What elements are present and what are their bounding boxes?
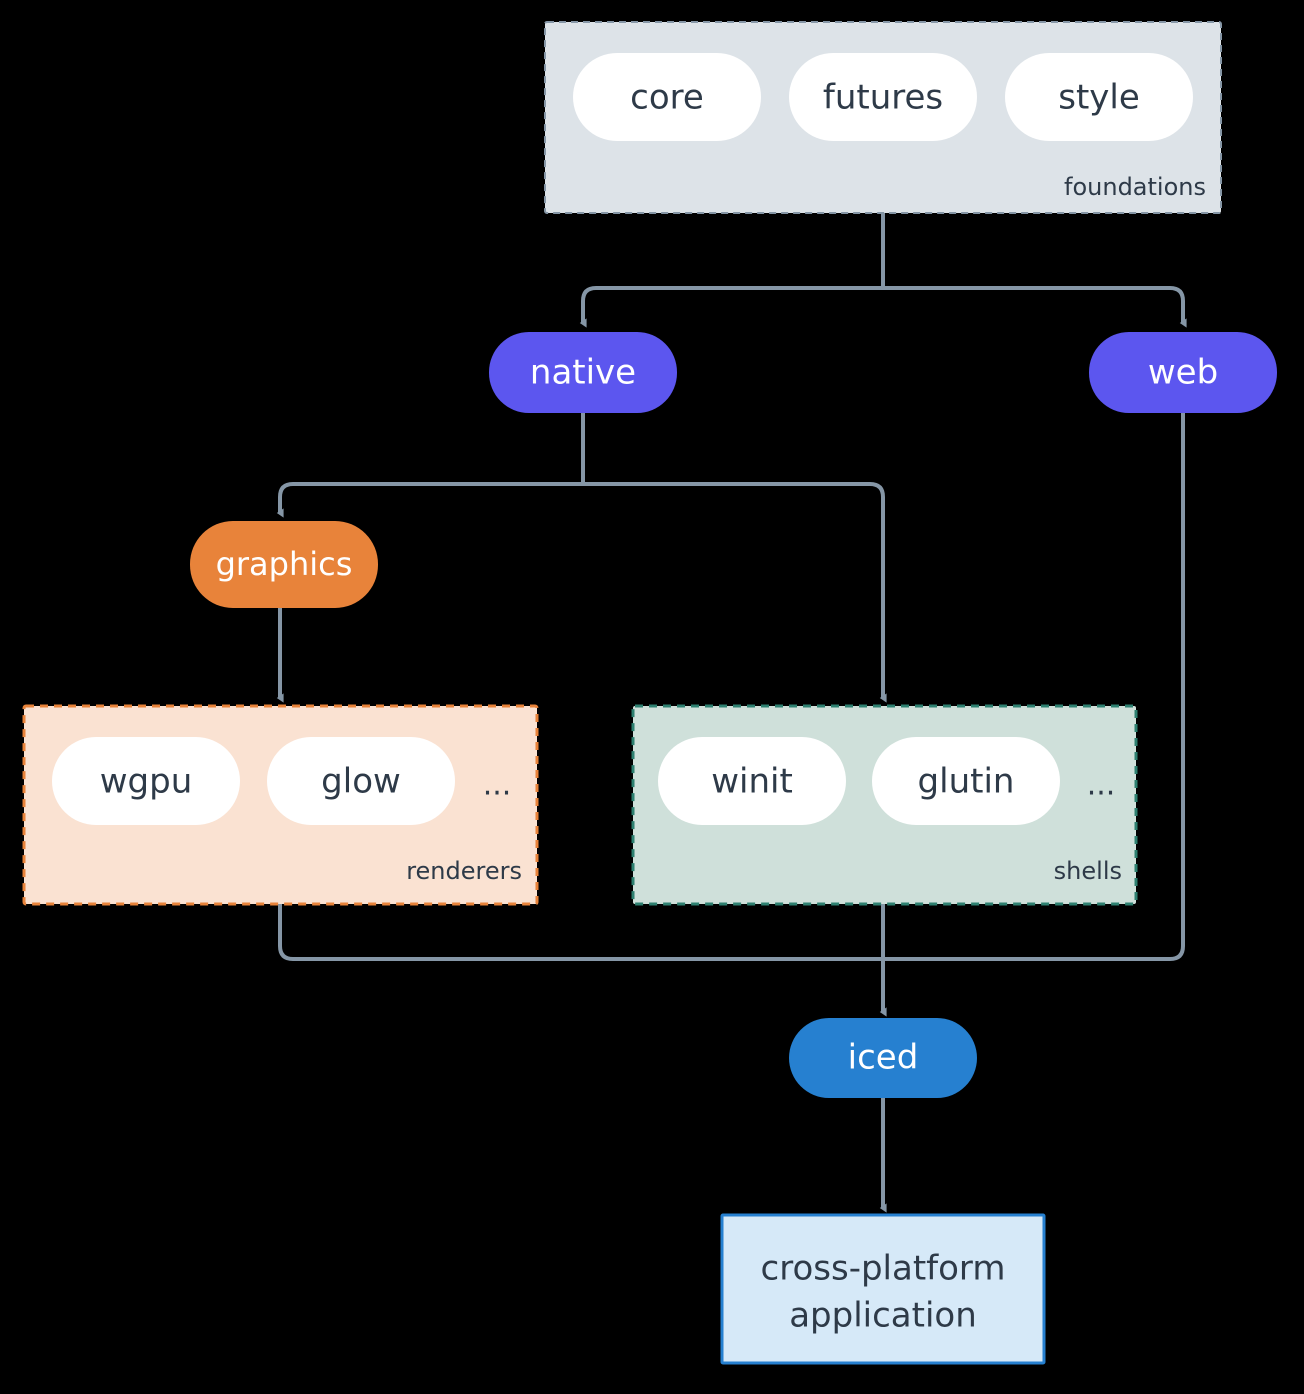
- pill-glutin-shape: [872, 737, 1060, 825]
- pill-glow-label: glow: [321, 762, 401, 802]
- pill-core-label: core: [630, 78, 704, 118]
- group-shells-caption: shells: [1054, 857, 1122, 885]
- node-iced[interactable]: iced: [789, 1018, 977, 1098]
- node-native[interactable]: native: [489, 332, 677, 413]
- edge-native-to-graphics: [276, 482, 583, 518]
- pill-style[interactable]: style: [1005, 53, 1193, 141]
- pill-glutin[interactable]: glutin: [872, 737, 1060, 825]
- group-shells: winit glutin ... shells: [631, 704, 1138, 906]
- group-renderers: wgpu glow ... renderers: [22, 704, 539, 906]
- edge-web-to-iced: [883, 413, 1185, 961]
- pill-winit-label: winit: [711, 762, 793, 802]
- pill-wgpu[interactable]: wgpu: [52, 737, 240, 825]
- group-renderers-caption: renderers: [406, 857, 522, 885]
- pill-core-shape: [573, 53, 761, 141]
- node-application[interactable]: cross-platform application: [720, 1213, 1046, 1365]
- pill-futures[interactable]: futures: [789, 53, 977, 141]
- node-iced-label: iced: [848, 1038, 919, 1078]
- pill-core[interactable]: core: [573, 53, 761, 141]
- node-native-label: native: [530, 353, 636, 393]
- node-web[interactable]: web: [1089, 332, 1277, 413]
- edge-foundations-to-web: [883, 286, 1187, 328]
- pill-wgpu-shape: [52, 737, 240, 825]
- edge-native-to-shells: [583, 482, 887, 703]
- node-web-shape: [1089, 332, 1277, 413]
- pill-futures-label: futures: [823, 78, 943, 118]
- renderers-ellipsis: ...: [483, 768, 512, 803]
- pill-glow-shape: [267, 737, 455, 825]
- pill-glutin-label: glutin: [918, 762, 1015, 802]
- pill-futures-shape: [789, 53, 977, 141]
- node-native-shape: [489, 332, 677, 413]
- pill-winit-shape: [658, 737, 846, 825]
- shells-ellipsis: ...: [1087, 768, 1116, 803]
- edge-renderers-to-iced: [278, 904, 883, 961]
- pill-glow[interactable]: glow: [267, 737, 455, 825]
- pill-wgpu-label: wgpu: [100, 762, 193, 802]
- node-application-label-line2: application: [789, 1296, 977, 1336]
- node-graphics[interactable]: graphics: [190, 521, 378, 608]
- node-graphics-shape: [190, 521, 378, 608]
- group-foundations: core futures style foundations: [544, 21, 1222, 214]
- node-application-shape: [720, 1213, 1046, 1365]
- node-graphics-label: graphics: [216, 545, 353, 583]
- edge-layer: [276, 213, 1187, 1213]
- pill-winit[interactable]: winit: [658, 737, 846, 825]
- node-application-label-line1: cross-platform: [761, 1249, 1006, 1289]
- node-web-label: web: [1148, 353, 1218, 393]
- group-foundations-caption: foundations: [1064, 173, 1206, 201]
- pill-style-shape: [1005, 53, 1193, 141]
- edge-foundations-to-native: [579, 286, 883, 328]
- pill-style-label: style: [1058, 78, 1140, 118]
- node-iced-shape: [789, 1018, 977, 1098]
